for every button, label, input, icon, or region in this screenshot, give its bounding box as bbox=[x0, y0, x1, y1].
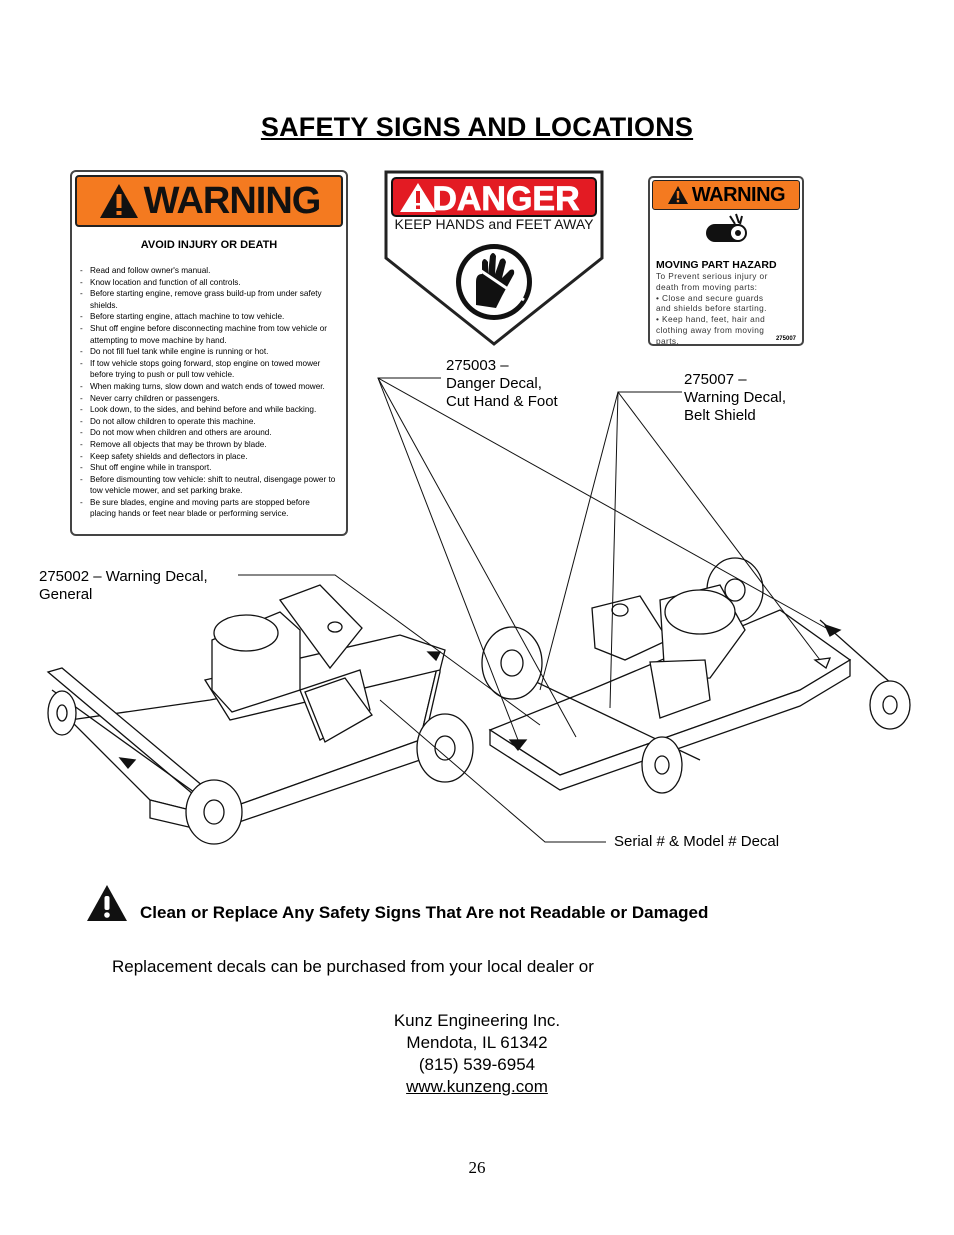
warning-decal-belt-shield: WARNING MOVING PART HAZARD To Prevent se… bbox=[648, 176, 804, 346]
warning-small-body: To Prevent serious injury or death from … bbox=[650, 271, 802, 346]
warning-line: parts. bbox=[656, 335, 680, 346]
page-number: 26 bbox=[468, 1158, 486, 1177]
warning-small-title: MOVING PART HAZARD bbox=[656, 259, 777, 271]
warning-line: death from moving parts: bbox=[656, 281, 758, 292]
warning-header-text: WARNING bbox=[143, 179, 322, 222]
warning-header: WARNING bbox=[75, 175, 343, 227]
warning-triangle-icon bbox=[667, 186, 688, 204]
company-website-row: www.kunzeng.com bbox=[0, 1076, 954, 1098]
list-item: Before starting engine, remove grass bui… bbox=[80, 288, 336, 311]
callout-line: 275002 – Warning Decal, bbox=[39, 568, 208, 585]
list-item: Be sure blades, engine and moving parts … bbox=[80, 497, 336, 520]
callout-line: 275003 – bbox=[446, 357, 509, 374]
mower-diagram bbox=[46, 377, 911, 845]
callout-line: 275007 – bbox=[684, 371, 747, 388]
list-item: Look down, to the sides, and behind befo… bbox=[80, 404, 336, 416]
warning-line: To Prevent serious injury or bbox=[656, 271, 768, 281]
callout-general-decal: 275002 – Warning Decal, General bbox=[39, 568, 208, 604]
leader-line-general bbox=[238, 574, 541, 726]
hand-cut-icon bbox=[456, 244, 532, 320]
callout-serial-decal: Serial # & Model # Decal bbox=[614, 833, 780, 850]
list-item: If tow vehicle stops going forward, stop… bbox=[80, 358, 336, 381]
callout-danger-decal: 275003 – Danger Decal, Cut Hand & Foot bbox=[446, 357, 558, 411]
list-item: Do not mow when children and others are … bbox=[80, 427, 336, 439]
belt-entanglement-icon bbox=[706, 213, 747, 242]
warning-subtitle: AVOID INJURY OR DEATH bbox=[140, 239, 278, 251]
page-title: SAFETY SIGNS AND LOCATIONS bbox=[260, 112, 694, 142]
list-item: Shut off engine while in transport. bbox=[80, 462, 336, 474]
list-item: Read and follow owner's manual. bbox=[80, 265, 336, 277]
callout-line: Danger Decal, bbox=[446, 375, 542, 392]
list-item: Before starting engine, attach machine t… bbox=[80, 311, 336, 323]
callout-belt-decal: 275007 – Warning Decal, Belt Shield bbox=[684, 371, 786, 425]
list-item: Know location and function of all contro… bbox=[80, 277, 336, 289]
warning-line: • Keep hand, feet, hair and bbox=[656, 314, 766, 325]
caution-triangle-icon bbox=[87, 885, 127, 921]
danger-subtitle: KEEP HANDS and FEET AWAY bbox=[395, 216, 595, 232]
warning-line: • Close and secure guards bbox=[656, 292, 764, 303]
list-item: Do not fill fuel tank while engine is ru… bbox=[80, 346, 336, 358]
leader-line-serial bbox=[379, 699, 606, 843]
warning-small-header: WARNING bbox=[652, 180, 800, 210]
warning-decal-general: WARNING AVOID INJURY OR DEATH Read and f… bbox=[70, 170, 348, 536]
callout-line: General bbox=[39, 586, 93, 603]
mower-left bbox=[46, 584, 474, 845]
company-phone: (815) 539-6954 bbox=[418, 1055, 536, 1074]
website-link[interactable]: www.kunzeng.com bbox=[406, 1077, 548, 1096]
warning-small-header-text: WARNING bbox=[691, 183, 786, 206]
callout-line: Cut Hand & Foot bbox=[446, 393, 558, 410]
replacement-text: Replacement decals can be purchased from… bbox=[112, 957, 594, 976]
danger-header-text: DANGER bbox=[432, 180, 579, 218]
list-item: Shut off engine before disconnecting mac… bbox=[80, 323, 336, 346]
list-item: Remove all objects that may be thrown by… bbox=[80, 439, 336, 451]
warning-triangle-icon bbox=[99, 184, 138, 218]
list-item: Before dismounting tow vehicle: shift to… bbox=[80, 474, 336, 497]
callout-line: Belt Shield bbox=[684, 407, 756, 424]
warning-line: and shields before starting. bbox=[656, 303, 767, 314]
leader-lines-belt bbox=[539, 391, 821, 709]
callout-line: Warning Decal, bbox=[684, 389, 786, 406]
list-item: Never carry children or passengers. bbox=[80, 393, 336, 405]
caution-text: Clean or Replace Any Safety Signs That A… bbox=[140, 903, 709, 922]
warning-line: clothing away from moving bbox=[656, 324, 765, 335]
list-item: Keep safety shields and deflectors in pl… bbox=[80, 451, 336, 463]
part-number: 275007 bbox=[775, 336, 796, 342]
warning-list: Read and follow owner's manual. Know loc… bbox=[72, 265, 346, 520]
company-city: Mendota, IL 61342 bbox=[406, 1033, 548, 1052]
company-name: Kunz Engineering Inc. bbox=[393, 1011, 561, 1030]
danger-decal: DANGER KEEP HANDS and FEET AWAY bbox=[384, 170, 604, 346]
mower-right bbox=[481, 557, 911, 794]
list-item: Do not allow children to operate this ma… bbox=[80, 416, 336, 428]
list-item: When making turns, slow down and watch e… bbox=[80, 381, 336, 393]
